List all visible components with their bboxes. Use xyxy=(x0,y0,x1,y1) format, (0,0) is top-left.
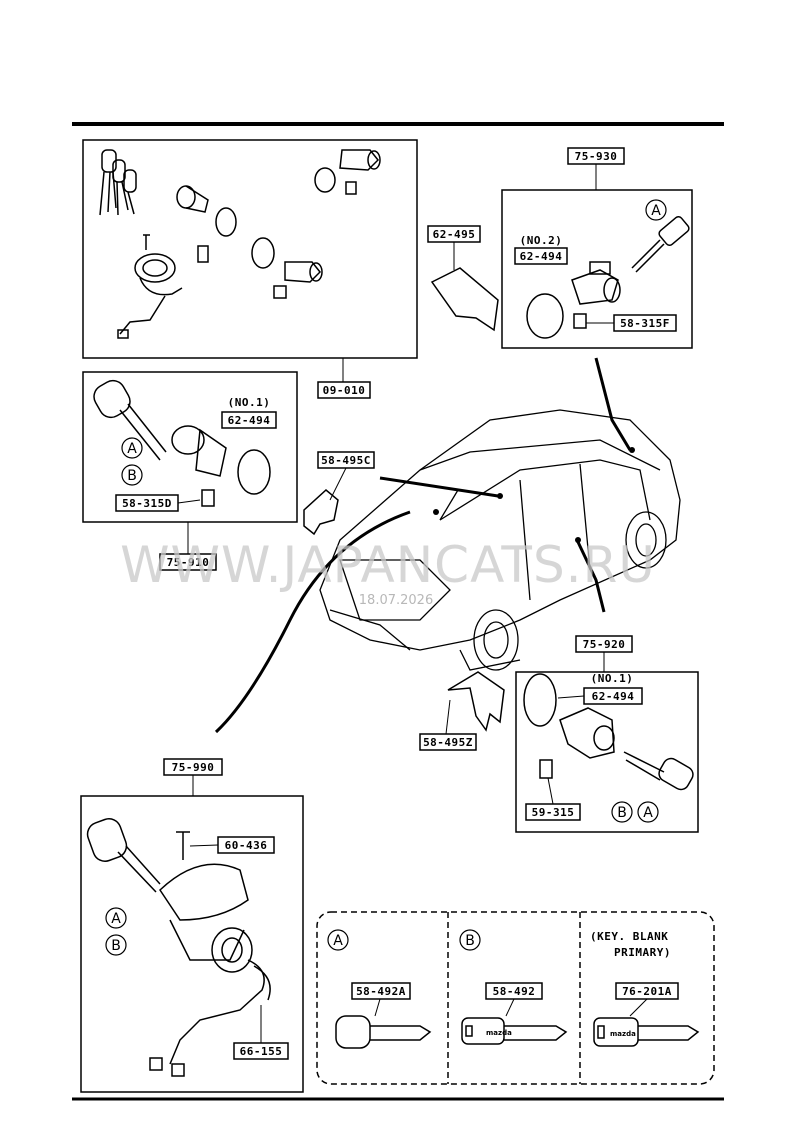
legend-b-letter: B xyxy=(465,933,475,949)
box-75-930 xyxy=(501,189,693,349)
part-59-315: 59-315 xyxy=(532,806,575,819)
steering-lock-body-icon xyxy=(159,831,253,973)
part-76-201a: 76-201A xyxy=(622,985,672,998)
watermark-date: 18.07.2026 xyxy=(359,593,433,608)
watermark-site: WWW.JAPANCATS.RU xyxy=(120,536,656,594)
trunk-cylinder-icon xyxy=(251,149,381,299)
key-a-icon xyxy=(631,215,690,273)
part-58-492a: 58-492A xyxy=(356,985,406,998)
part-58-315f: 58-315F xyxy=(620,317,670,330)
key-icon xyxy=(93,379,167,461)
brand-logo-b: mazda xyxy=(486,1029,512,1037)
car-illustration xyxy=(319,409,681,671)
key-58-492a-icon xyxy=(335,1015,432,1049)
box-75-910 xyxy=(82,371,298,523)
key-legend: A 58-492A B 58-492 mazda (KEY. BLANK PRI… xyxy=(316,911,715,1085)
part-66-155: 66-155 xyxy=(240,1045,283,1058)
part-58-492: 58-492 xyxy=(493,985,536,998)
brand-logo-blank: mazda xyxy=(610,1030,636,1038)
part-09-010: 09-010 xyxy=(323,384,366,397)
legend-a-letter: A xyxy=(333,933,343,949)
door-cylinder-icon xyxy=(176,185,237,263)
key-blank-icon xyxy=(593,1017,700,1047)
part-60-436: 60-436 xyxy=(225,839,268,852)
wiring-harness-icon xyxy=(149,959,271,1077)
door-lock-cylinder-icon xyxy=(171,425,271,507)
ignition-key-icon xyxy=(86,818,161,893)
part-62-494-no1: 62-494 xyxy=(228,414,271,427)
callout-a-steering: A xyxy=(111,911,121,927)
note-no1: (NO.1) xyxy=(228,396,271,409)
part-62-494-no2: 62-494 xyxy=(520,250,563,263)
blank-label-line1: (KEY. BLANK xyxy=(590,930,668,943)
box-75-920 xyxy=(515,671,699,833)
part-75-930: 75-930 xyxy=(575,150,618,163)
callout-b-right: B xyxy=(617,805,627,821)
protector-58-495c-icon xyxy=(303,489,339,536)
callout-a-right: A xyxy=(643,805,653,821)
part-58-495c: 58-495C xyxy=(321,454,371,467)
protector-62-495-icon xyxy=(430,267,499,332)
callout-b-left: B xyxy=(127,468,137,484)
callout-a-trunk: A xyxy=(651,203,661,219)
box-09-010 xyxy=(82,139,418,359)
note-no1-right: (NO.1) xyxy=(591,672,634,685)
part-58-495z: 58-495Z xyxy=(423,736,473,749)
part-62-495: 62-495 xyxy=(433,228,476,241)
ignition-lock-icon xyxy=(117,234,183,339)
part-75-910: 75-910 xyxy=(167,556,210,569)
door-lock-cylinder-right-icon xyxy=(523,673,615,779)
part-58-315d: 58-315D xyxy=(122,497,172,510)
key-bunch-icon xyxy=(99,149,137,216)
box-75-990 xyxy=(80,795,304,1093)
part-75-920: 75-920 xyxy=(583,638,626,651)
key-right-icon xyxy=(623,751,694,791)
trunk-lock-cylinder-icon xyxy=(526,261,621,339)
protector-58-495z-icon xyxy=(447,671,505,732)
note-no2: (NO.2) xyxy=(520,234,563,247)
part-62-494-right: 62-494 xyxy=(592,690,635,703)
callout-a-left: A xyxy=(127,441,137,457)
key-58-492-icon xyxy=(461,1017,568,1045)
part-75-990: 75-990 xyxy=(172,761,215,774)
blank-label-line2: PRIMARY) xyxy=(614,946,671,959)
callout-b-steering: B xyxy=(111,938,121,954)
